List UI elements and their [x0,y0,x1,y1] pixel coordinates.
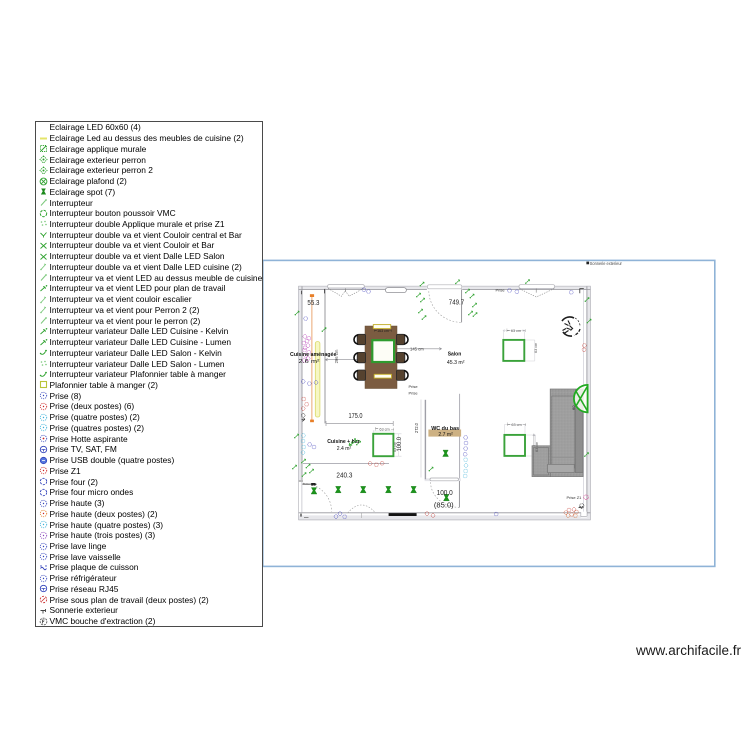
svg-text:63 cm: 63 cm [535,442,539,452]
svg-text:63 cm: 63 cm [534,343,538,353]
svg-text:(85.0): (85.0) [434,501,454,510]
svg-text:2.6 m²: 2.6 m² [299,359,320,365]
svg-text:145 cm: 145 cm [410,347,424,352]
svg-text:Prise Z1: Prise Z1 [567,495,583,500]
svg-text:Prise: Prise [496,288,506,293]
svg-text:2.4 m²: 2.4 m² [337,446,352,452]
svg-text:Salon: Salon [448,352,462,358]
svg-text:296 cm: 296 cm [334,349,339,363]
svg-text:45.3 m²: 45.3 m² [447,360,465,366]
svg-text:⊢ 63 cm ⊣: ⊢ 63 cm ⊣ [507,329,527,333]
svg-text:Cuisine + bar: Cuisine + bar [327,439,360,445]
svg-text:⊢ 63 cm ⊣: ⊢ 63 cm ⊣ [507,423,527,427]
svg-text:⊢163 cm⊣: ⊢163 cm⊣ [374,329,393,333]
svg-text:Prise: Prise [409,384,419,389]
svg-text:⊢ 63 cm ⊣: ⊢ 63 cm ⊣ [375,428,395,432]
svg-text:175.0: 175.0 [349,411,363,420]
svg-text:55.3: 55.3 [307,298,319,307]
svg-text:Cuisine aménagée: Cuisine aménagée [290,352,336,358]
svg-text:2.7 m²: 2.7 m² [438,432,452,438]
svg-text:63 cm: 63 cm [393,442,397,452]
svg-text:WC du bas: WC du bas [431,426,460,432]
svg-text:100.0: 100.0 [437,488,453,497]
svg-text:749.7: 749.7 [449,297,464,306]
svg-text:100.0: 100.0 [396,437,403,452]
svg-text:240.3: 240.3 [336,471,352,480]
svg-text:60: 60 [571,405,576,410]
svg-text:Sonnerie exterieur: Sonnerie exterieur [590,261,623,266]
svg-text:Prise: Prise [409,391,419,396]
svg-text:272.0: 272.0 [414,423,419,433]
